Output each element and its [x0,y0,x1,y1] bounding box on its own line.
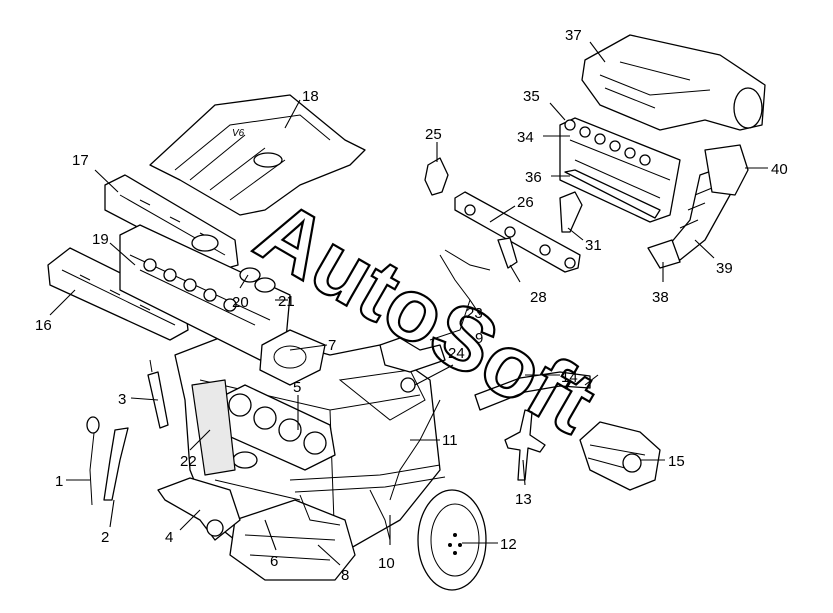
callout-8: 8 [341,567,349,584]
intake-upper [581,34,766,131]
air-intake-duct [647,144,749,269]
callout-16: 16 [35,317,52,334]
dipstick-tube [103,427,129,501]
callout-34: 34 [517,129,534,146]
callout-31: 31 [585,237,602,254]
callout-17: 17 [72,152,89,169]
callout-21: 21 [278,293,295,310]
callout-38: 38 [652,289,669,306]
callout-39: 39 [716,260,733,277]
fuel-rail [454,191,581,273]
callout-25: 25 [425,126,442,143]
gasket-strip [564,169,661,219]
valve-cover-right [104,174,239,271]
callout-5: 5 [293,379,301,396]
starter-motor [579,421,661,491]
callouts: 1 2 3 4 5 6 7 8 9 10 11 12 13 14 15 16 1 [35,27,788,584]
callout-14: 14 [561,369,578,386]
cylinder-head [119,224,291,361]
callout-12: 12 [500,536,517,553]
oil-tubes [289,337,446,541]
callout-37: 37 [565,27,582,44]
intake-lower [559,117,681,223]
injector-b [559,191,583,233]
sensor [147,359,169,429]
callout-9: 9 [475,330,483,347]
gasket [259,329,326,386]
callout-3: 3 [118,391,126,408]
callout-4: 4 [165,529,173,546]
pressure-sensor [424,157,449,196]
callout-10: 10 [378,555,395,572]
callout-7: 7 [328,337,336,354]
callout-40: 40 [771,161,788,178]
callout-18: 18 [302,88,319,105]
coolant-pipe [474,371,591,411]
callout-36: 36 [525,169,542,186]
callout-13: 13 [515,491,532,508]
callout-23: 23 [466,305,483,322]
callout-20: 20 [232,294,249,311]
crankshaft [214,384,336,471]
v6-emblem-icon: V6 [232,128,245,139]
callout-26: 26 [517,194,534,211]
callout-15: 15 [668,453,685,470]
callout-1: 1 [55,473,63,490]
gasket-set [564,119,651,166]
callout-28: 28 [530,289,547,306]
flywheel [417,489,487,591]
callout-2: 2 [101,529,109,546]
t-pipe [504,409,546,481]
valve-cover-left [47,247,189,341]
callout-11: 11 [442,432,458,449]
bracket [157,477,241,541]
callout-6: 6 [270,553,278,570]
engine-side-block [191,379,236,476]
callout-35: 35 [523,88,540,105]
callout-22: 22 [180,453,197,470]
dipstick [86,416,100,506]
callout-19: 19 [92,231,109,248]
callout-24: 24 [448,345,465,362]
engine-cover: V6 [149,94,366,216]
injector-a [497,237,518,269]
